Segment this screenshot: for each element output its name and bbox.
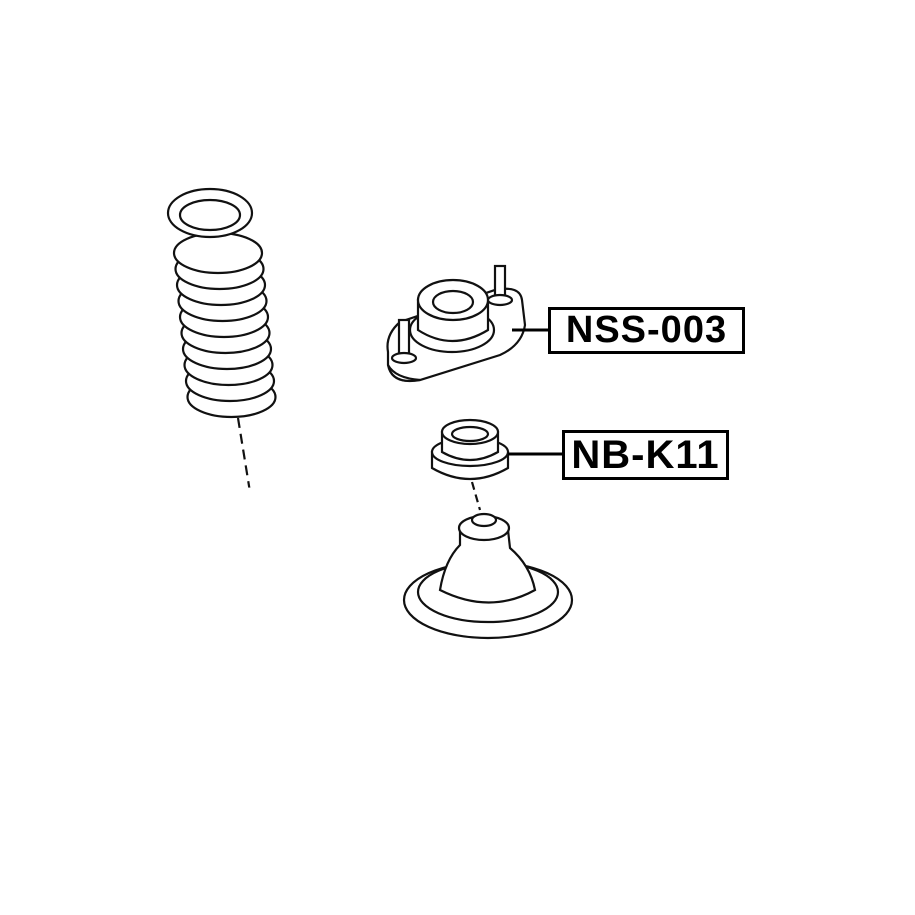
part-label-nss-003: NSS-003 — [548, 307, 745, 354]
assembly-axis-line — [236, 417, 252, 493]
bellows-fold — [172, 231, 264, 275]
bump-stop — [402, 512, 574, 640]
bearing — [430, 418, 562, 481]
bearing-axis-line — [470, 481, 482, 511]
strut-mount — [386, 264, 548, 383]
dust-boot — [166, 187, 277, 419]
part-label-nb-k11: NB-K11 — [562, 430, 729, 480]
coil-spring — [184, 487, 350, 735]
